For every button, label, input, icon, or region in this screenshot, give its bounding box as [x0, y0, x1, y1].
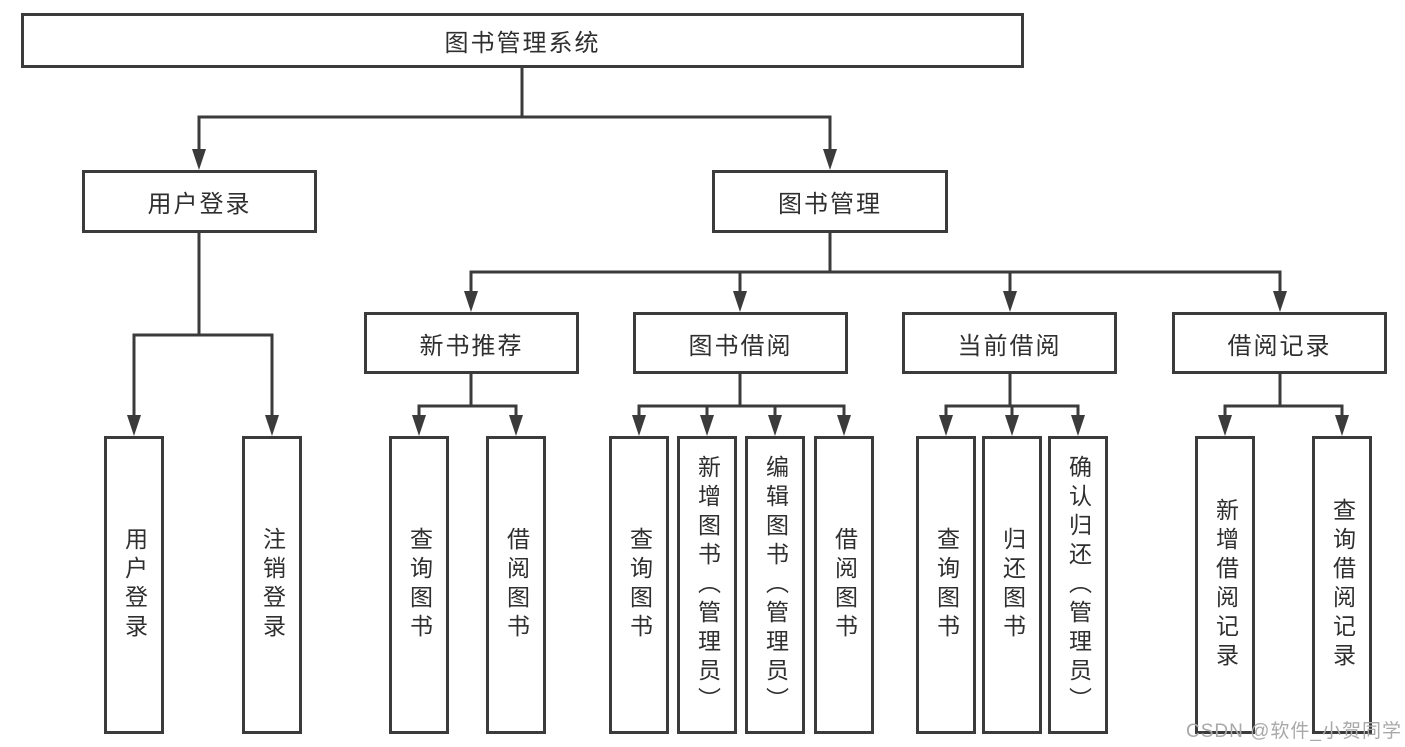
- arrowhead: [837, 415, 851, 436]
- arrowhead: [700, 415, 714, 436]
- node-book-management: 图书管理: [712, 170, 948, 233]
- leaf-confirm-return-admin: 确认归还（管理员）: [1048, 436, 1108, 734]
- arrowhead: [823, 149, 837, 170]
- arrowhead: [939, 415, 953, 436]
- arrowhead: [1071, 415, 1085, 436]
- arrowhead: [768, 415, 782, 436]
- leaf-return-book: 归还图书: [982, 436, 1042, 734]
- arrowhead: [464, 291, 478, 312]
- leaf-borrow-books-recommend: 借阅图书: [486, 436, 546, 734]
- arrowhead: [1218, 415, 1232, 436]
- leaf-user-login: 用户登录: [104, 436, 164, 734]
- connector-bookborrow-branch: [637, 374, 846, 417]
- leaf-logout: 注销登录: [242, 436, 302, 734]
- connector-currentborrow-branch: [944, 374, 1080, 417]
- leaf-add-book-admin: 新增图书（管理员）: [677, 436, 737, 734]
- node-borrowing-records: 借阅记录: [1172, 312, 1387, 374]
- arrowhead: [1335, 415, 1349, 436]
- connector-bookmgmt-to-level3: [469, 233, 1282, 293]
- arrowhead: [509, 415, 523, 436]
- node-current-borrowing: 当前借阅: [902, 312, 1117, 374]
- node-book-borrowing: 图书借阅: [633, 312, 848, 374]
- leaf-query-books-borrowing: 查询图书: [609, 436, 669, 734]
- arrowhead: [1003, 291, 1017, 312]
- connector-borrowrecord-branch: [1223, 374, 1344, 417]
- arrowhead: [632, 415, 646, 436]
- leaf-query-books-recommend: 查询图书: [389, 436, 449, 734]
- leaf-edit-book-admin: 编辑图书（管理员）: [745, 436, 805, 734]
- connector-root-to-level2: [197, 68, 832, 151]
- arrowhead: [127, 415, 141, 436]
- arrowhead: [412, 415, 426, 436]
- connector-newbookrec-branch: [417, 374, 518, 417]
- leaf-borrow-books-borrowing: 借阅图书: [814, 436, 874, 734]
- arrowhead: [733, 291, 747, 312]
- node-library-system: 图书管理系统: [21, 13, 1024, 68]
- leaf-query-borrow-record: 查询借阅记录: [1312, 436, 1372, 734]
- leaf-add-borrow-record: 新增借阅记录: [1195, 436, 1255, 734]
- connector-userlogin-to-leaves: [132, 233, 274, 417]
- arrowhead: [192, 149, 206, 170]
- node-user-login: 用户登录: [82, 170, 317, 233]
- node-new-book-recommend: 新书推荐: [364, 312, 579, 374]
- arrowhead: [265, 415, 279, 436]
- leaf-query-books-current: 查询图书: [916, 436, 976, 734]
- arrowhead: [1273, 291, 1287, 312]
- csdn-watermark: CSDN @软件_小贺同学: [1186, 721, 1402, 742]
- arrowhead: [1005, 415, 1019, 436]
